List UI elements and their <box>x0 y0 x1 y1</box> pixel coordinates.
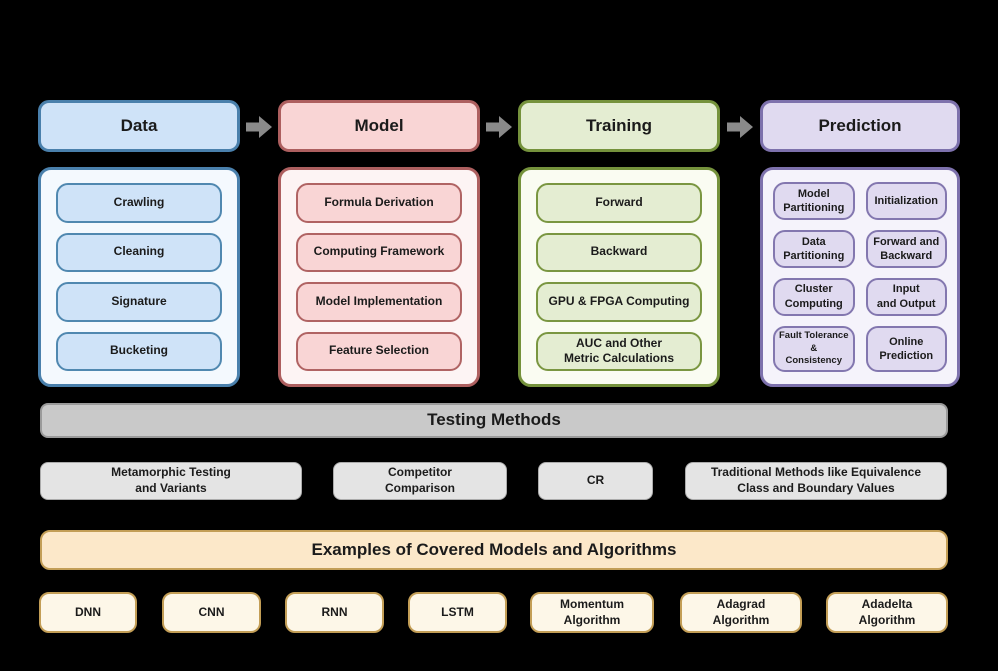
chip-label: LSTM <box>441 604 474 619</box>
chip-label: Traditional Methods like Equivalence Cla… <box>710 465 922 495</box>
stage-column-model: Model Formula Derivation Computing Frame… <box>278 0 480 671</box>
stage-header-label: Model <box>354 115 404 135</box>
stage-column-training: Training Forward Backward GPU & FPGA Com… <box>518 0 720 671</box>
chip-momentum-algorithm: Momentum Algorithm <box>530 592 654 633</box>
chip-competitor-comparison: Competitor Comparison <box>333 462 507 500</box>
examples-band: Examples of Covered Models and Algorithm… <box>40 530 948 570</box>
chip-label: DNN <box>75 604 101 619</box>
stage-column-prediction: Prediction Model Partitioning Initializa… <box>760 0 960 671</box>
box-input-and-output: Input and Output <box>865 277 947 316</box>
chip-adadelta-algorithm: Adadelta Algorithm <box>826 592 948 633</box>
box-cleaning: Cleaning <box>56 232 222 272</box>
box-label: Computing Framework <box>313 244 445 259</box>
chip-cnn: CNN <box>162 592 261 633</box>
box-label: AUC and Other Metric Calculations <box>563 335 675 366</box>
box-gpu-fpga-computing: GPU & FPGA Computing <box>536 282 702 322</box>
chip-dnn: DNN <box>39 592 137 633</box>
box-label: Bucketing <box>109 343 168 358</box>
stage-column-data: Data Crawling Cleaning Signature Bucketi… <box>38 0 240 671</box>
chip-label: RNN <box>321 604 348 619</box>
chip-rnn: RNN <box>285 592 384 633</box>
chip-label: Competitor Comparison <box>384 465 455 495</box>
flow-arrow-icon <box>486 116 512 138</box>
box-crawling: Crawling <box>56 183 222 223</box>
box-label: GPU & FPGA Computing <box>548 293 690 308</box>
flow-arrow-icon <box>246 116 272 138</box>
box-label: Crawling <box>113 194 165 209</box>
box-label: Feature Selection <box>328 343 430 358</box>
chip-label: Adagrad Algorithm <box>712 596 770 627</box>
stage-container-prediction: Model Partitioning Initialization Data P… <box>760 167 960 387</box>
box-model-partitioning: Model Partitioning <box>773 182 855 220</box>
box-cluster-computing: Cluster Computing <box>773 277 855 316</box>
chip-lstm: LSTM <box>408 592 507 633</box>
stage-container-training: Forward Backward GPU & FPGA Computing AU… <box>518 167 720 387</box>
testing-methods-band: Testing Methods <box>40 403 948 438</box>
chip-label: Momentum Algorithm <box>560 596 624 627</box>
stage-header-label: Prediction <box>818 115 902 135</box>
box-initialization: Initialization <box>865 182 947 220</box>
stage-container-model: Formula Derivation Computing Framework M… <box>278 167 480 387</box>
box-forward-and-backward: Forward and Backward <box>865 229 947 268</box>
box-computing-framework: Computing Framework <box>296 232 462 272</box>
flow-arrow-icon <box>727 116 753 138</box>
box-online-prediction: Online Prediction <box>865 325 947 372</box>
box-backward: Backward <box>536 232 702 272</box>
examples-title: Examples of Covered Models and Algorithm… <box>311 539 677 559</box>
chip-label: Adadelta Algorithm <box>858 596 916 627</box>
stage-container-data: Crawling Cleaning Signature Bucketing <box>38 167 240 387</box>
chip-metamorphic-testing: Metamorphic Testing and Variants <box>40 462 302 500</box>
chip-label: Metamorphic Testing and Variants <box>111 465 231 495</box>
chip-cr: CR <box>538 462 653 500</box>
stage-header-label: Training <box>585 115 653 135</box>
box-forward: Forward <box>536 183 702 223</box>
box-label: Forward <box>595 194 643 209</box>
stage-header-training: Training <box>518 100 720 152</box>
box-label: Model Partitioning <box>783 187 845 214</box>
stage-header-label: Data <box>120 115 158 135</box>
box-label: Signature <box>111 293 167 308</box>
box-signature: Signature <box>56 282 222 322</box>
box-label: Backward <box>590 244 648 259</box>
box-label: Model Implementation <box>315 293 443 308</box>
box-auc-metric-calculations: AUC and Other Metric Calculations <box>536 331 702 371</box>
chip-label: CNN <box>198 604 225 619</box>
box-data-partitioning: Data Partitioning <box>773 229 855 268</box>
box-model-implementation: Model Implementation <box>296 282 462 322</box>
stage-header-data: Data <box>38 100 240 152</box>
box-label: Input and Output <box>876 283 936 310</box>
chip-label: CR <box>586 473 605 488</box>
box-label: Formula Derivation <box>324 194 434 209</box>
box-label: Online Prediction <box>879 335 934 362</box>
box-bucketing: Bucketing <box>56 331 222 371</box>
chip-adagrad-algorithm: Adagrad Algorithm <box>680 592 802 633</box>
box-formula-derivation: Formula Derivation <box>296 183 462 223</box>
box-label: Forward and Backward <box>873 235 940 262</box>
chip-traditional-methods: Traditional Methods like Equivalence Cla… <box>685 462 947 500</box>
box-label: Data Partitioning <box>783 235 845 262</box>
box-label: Cleaning <box>113 244 165 259</box>
box-feature-selection: Feature Selection <box>296 331 462 371</box>
testing-methods-title: Testing Methods <box>427 410 561 430</box>
stage-header-prediction: Prediction <box>760 100 960 152</box>
box-fault-tolerance-consistency: Fault Tolerance & Consistency <box>773 325 855 372</box>
box-label: Fault Tolerance & Consistency <box>778 330 849 366</box>
stage-header-model: Model <box>278 100 480 152</box>
box-label: Initialization <box>874 194 939 207</box>
box-label: Cluster Computing <box>784 283 843 310</box>
